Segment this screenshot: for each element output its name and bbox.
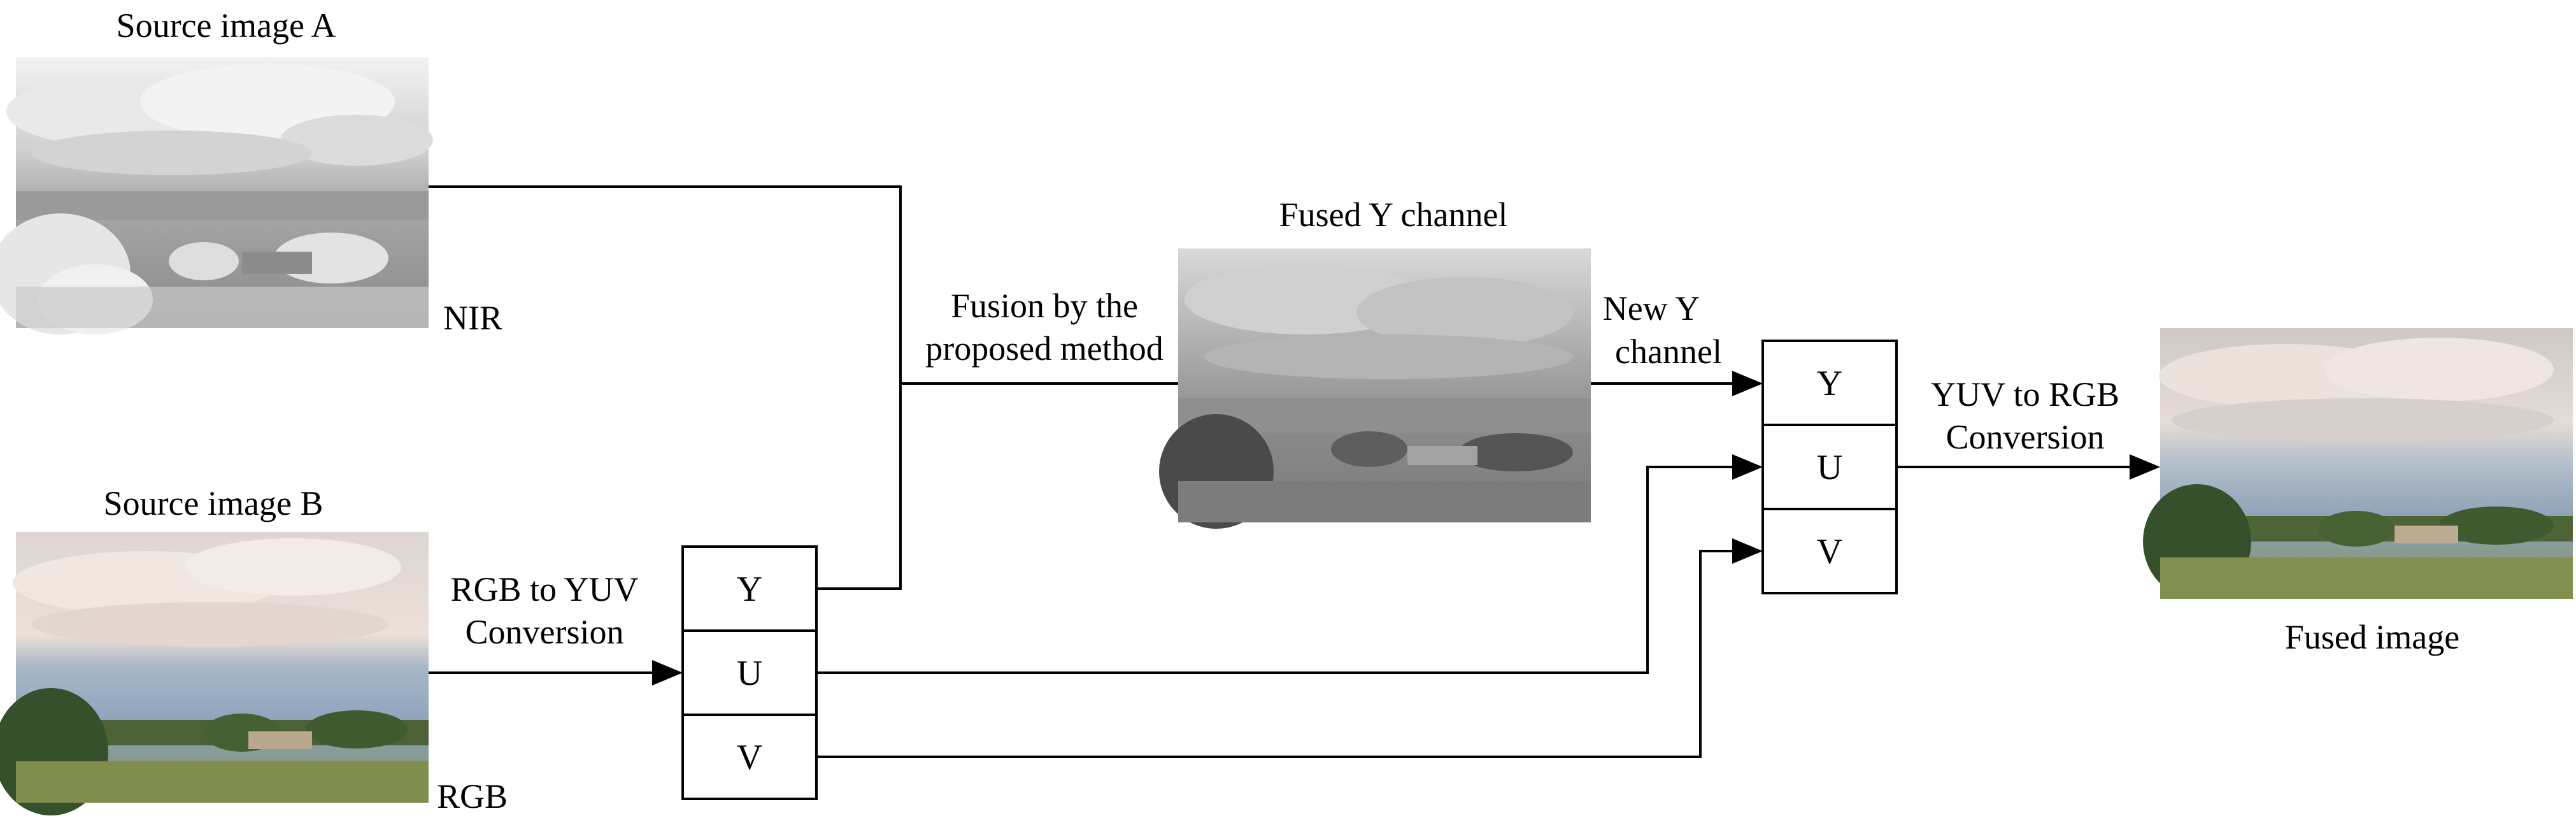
yuv-left-u: U (737, 654, 762, 693)
fusion-label-line2: proposed method (925, 329, 1163, 368)
new-y-label-line2: channel (1615, 333, 1722, 371)
yuv-left-v: V (737, 738, 762, 777)
rgb-to-yuv-label-line2: Conversion (466, 613, 624, 651)
yuv-to-rgb-label-line1: YUV to RGB (1931, 375, 2119, 413)
yuv-right-v: V (1817, 532, 1842, 571)
source-image-b (0, 532, 429, 815)
yuv-right-y: Y (1817, 364, 1842, 403)
arrow-u-to-u (816, 454, 1763, 674)
fusion-label-line1: Fusion by the (951, 287, 1138, 325)
yuv-box-left: Y U V (681, 545, 818, 800)
fused-color-image (2143, 328, 2573, 599)
arrow-v-to-v (816, 538, 1763, 758)
yuv-box-right: Y U V (1761, 340, 1898, 594)
fused-image-title: Fused image (2285, 618, 2459, 656)
source-a-title: Source image A (117, 6, 336, 45)
yuv-left-y: Y (737, 570, 762, 609)
source-image-a (0, 57, 433, 334)
fused-y-title: Fused Y channel (1279, 196, 1508, 234)
fused-y-channel-image (1159, 248, 1591, 529)
yuv-right-u: U (1817, 448, 1842, 487)
connector-nir-to-fusion (429, 185, 902, 384)
rgb-to-yuv-label-line1: RGB to YUV (450, 570, 638, 608)
yuv-to-rgb-label-line2: Conversion (1946, 418, 2105, 456)
rgb-label: RGB (437, 777, 508, 815)
source-b-title: Source image B (104, 484, 324, 522)
connector-y-to-fusion (816, 384, 902, 590)
new-y-label-line1: New Y (1603, 289, 1700, 327)
nir-label: NIR (443, 299, 502, 337)
